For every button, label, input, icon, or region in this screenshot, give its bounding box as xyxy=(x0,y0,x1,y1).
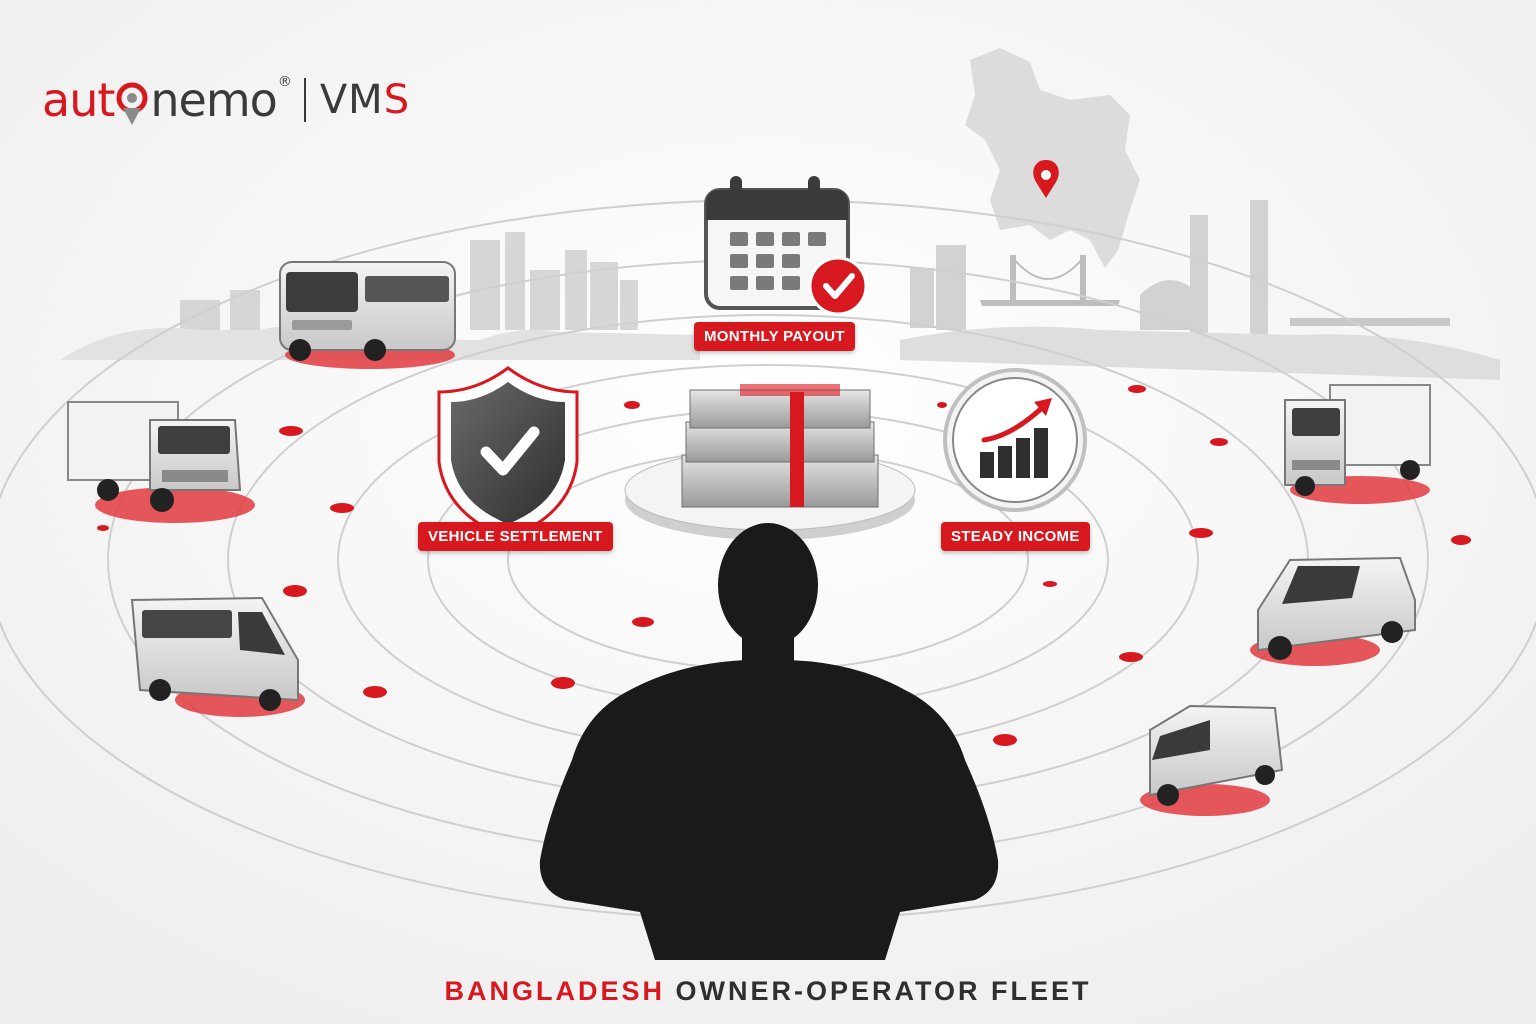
fleet-caption: BANGLADESH OWNER-OPERATOR FLEET xyxy=(0,976,1536,1007)
brand-product-part1: VM xyxy=(319,77,384,123)
shield-check-icon xyxy=(437,366,579,540)
brand-name-part1: aut xyxy=(42,73,115,127)
caption-highlight: BANGLADESH xyxy=(444,976,665,1006)
registered-mark: ® xyxy=(277,74,292,90)
caption-rest: OWNER-OPERATOR FLEET xyxy=(675,976,1092,1006)
steady-income-badge: STEADY INCOME xyxy=(941,522,1090,551)
suv-right xyxy=(1257,556,1416,660)
box-truck-left xyxy=(67,401,242,512)
brand-divider xyxy=(303,78,306,122)
location-pin-icon xyxy=(115,81,149,127)
skyline-right xyxy=(900,200,1500,380)
bus-vehicle xyxy=(279,261,456,361)
brand-logo: aut nemo ® VM S xyxy=(42,70,409,130)
vehicle-settlement-badge: VEHICLE SETTLEMENT xyxy=(418,522,613,551)
calendar-check-icon xyxy=(704,176,868,316)
orbit-nodes xyxy=(97,385,1471,746)
van-left xyxy=(130,596,299,711)
box-truck-right xyxy=(1284,384,1431,496)
van-right xyxy=(1149,704,1284,806)
growth-chart-icon xyxy=(943,368,1087,512)
cash-stack-icon xyxy=(624,384,916,540)
brand-name-part2: nemo xyxy=(150,73,277,127)
bangladesh-map-icon xyxy=(965,48,1140,268)
brand-product-part2: S xyxy=(383,77,410,123)
owner-silhouette xyxy=(539,523,999,960)
monthly-payout-badge: MONTHLY PAYOUT xyxy=(694,322,855,351)
